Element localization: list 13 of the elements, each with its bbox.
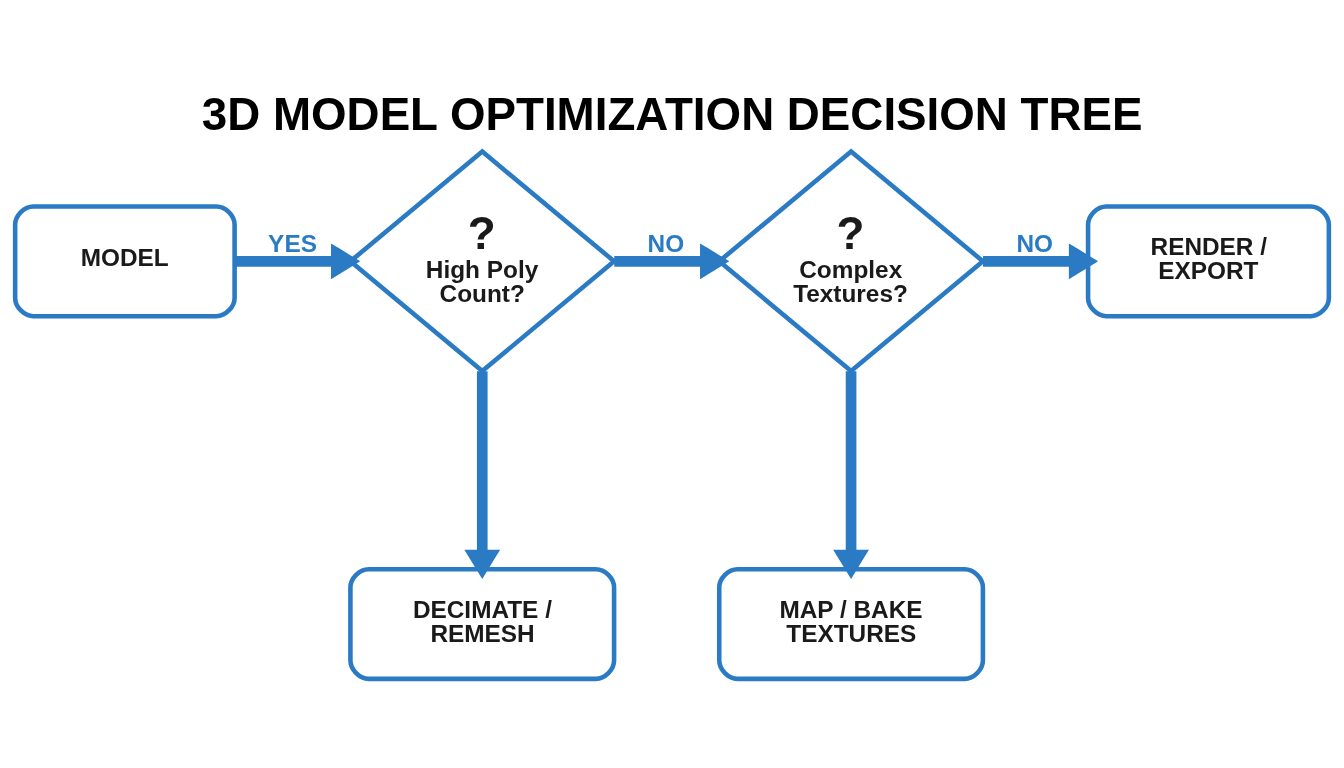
- diagram-title: 3D MODEL OPTIMIZATION DECISION TREE: [201, 89, 1143, 141]
- edge-label: YES: [268, 229, 317, 257]
- node-box: RENDER / EXPORT: [1085, 204, 1332, 319]
- arrow: [234, 243, 361, 280]
- arrow: [614, 243, 730, 280]
- arrow: [464, 371, 501, 579]
- arrow: [983, 243, 1099, 280]
- node-box: DECIMATE / REMESH: [348, 566, 617, 682]
- node-box: MAP / BAKE TEXTURES: [716, 566, 986, 682]
- edge-label: NO: [647, 229, 685, 257]
- arrow: [833, 371, 869, 579]
- edge-label: NO: [1016, 229, 1053, 257]
- node-box: MODEL: [12, 204, 237, 319]
